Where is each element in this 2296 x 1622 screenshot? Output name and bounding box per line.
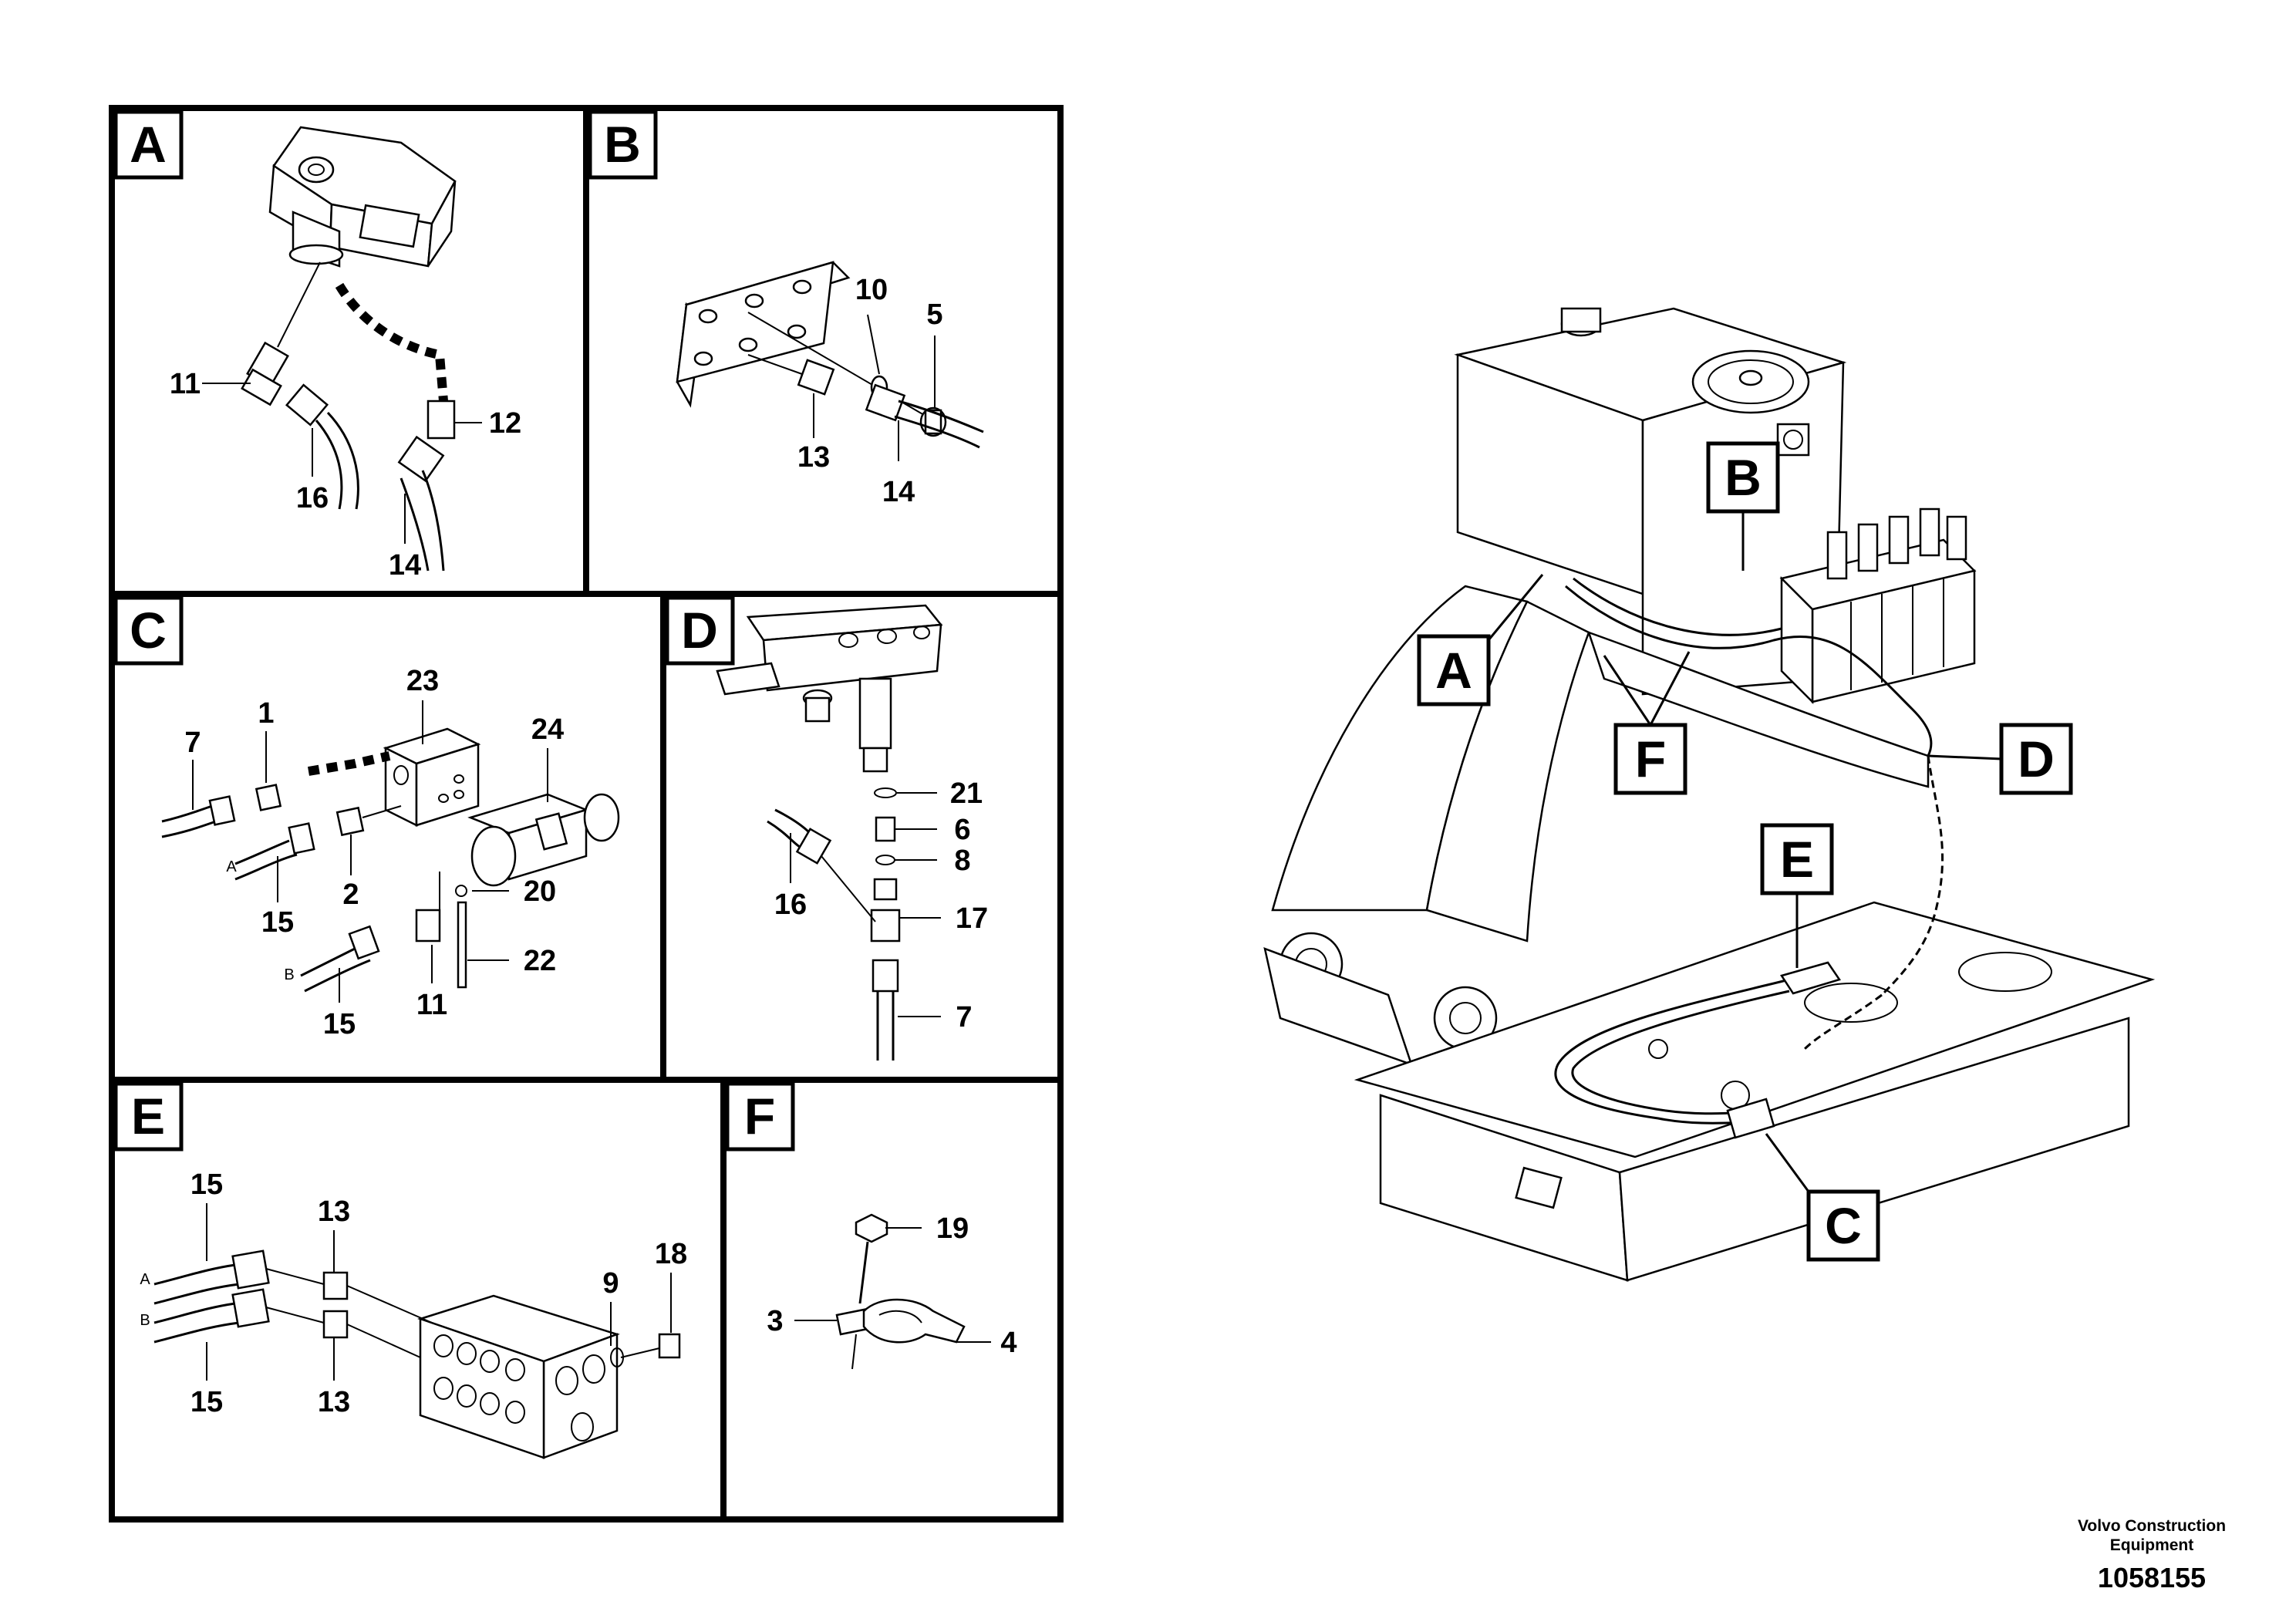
callout-a-16: 16 xyxy=(296,482,329,514)
brand-line-2: Equipment xyxy=(2110,1536,2194,1554)
callout-f-19: 19 xyxy=(936,1212,969,1245)
panel-a: A xyxy=(113,110,521,582)
callout-f-4: 4 xyxy=(1000,1327,1017,1359)
panel-f: F 19 3 4 xyxy=(725,1081,1017,1370)
callout-e-13b: 13 xyxy=(318,1386,350,1418)
callout-d-8: 8 xyxy=(954,845,970,877)
adapter-13b xyxy=(322,1310,349,1339)
clamp-4 xyxy=(862,1298,966,1344)
panel-d: D 21 6 8 xyxy=(665,595,988,1061)
panel-a-letter: A xyxy=(130,116,167,173)
adapter-6 xyxy=(875,816,896,842)
panel-d-letter: D xyxy=(681,602,718,659)
hose-label-c-b: B xyxy=(284,966,294,983)
footer: Volvo Construction Equipment 1058155 xyxy=(2078,1517,2226,1593)
plug-18 xyxy=(620,1333,681,1359)
callout-c-23: 23 xyxy=(406,665,439,697)
callout-d-21: 21 xyxy=(950,777,983,810)
hose-label-c-a: A xyxy=(226,858,237,875)
svg-text:B: B xyxy=(1725,449,1762,506)
callout-c-1: 1 xyxy=(258,697,274,730)
callout-c-22: 22 xyxy=(524,945,556,977)
callout-c-24: 24 xyxy=(531,713,564,746)
o-ring-20 xyxy=(455,885,467,897)
fitting-12 xyxy=(397,400,456,572)
svg-text:A: A xyxy=(1435,642,1472,699)
control-valve-bank xyxy=(1779,508,1977,705)
document-number: 1058155 xyxy=(2098,1562,2206,1593)
panel-c: C xyxy=(113,595,620,1040)
elbow-11 xyxy=(415,909,441,943)
overview-tag-d: D xyxy=(1927,723,2073,795)
callout-d-7: 7 xyxy=(956,1001,972,1034)
overview-tag-c: C xyxy=(1765,1133,1880,1262)
detail-frame xyxy=(109,105,1064,1523)
tee-17 xyxy=(870,878,901,943)
panel-c-letter: C xyxy=(130,602,167,659)
panel-b-letter: B xyxy=(604,116,641,173)
panel-f-letter: F xyxy=(744,1088,775,1145)
adapter-13 xyxy=(797,359,835,396)
callout-c-20: 20 xyxy=(524,875,556,908)
callout-a-14: 14 xyxy=(389,549,421,582)
bolt-22 xyxy=(457,901,467,989)
callout-c-7: 7 xyxy=(184,727,201,759)
svg-text:C: C xyxy=(1825,1197,1862,1254)
overview-assembly: B A F D E C xyxy=(1263,307,2156,1282)
svg-text:F: F xyxy=(1635,730,1666,787)
svg-text:D: D xyxy=(2018,730,2055,787)
valve-body-d xyxy=(716,604,943,773)
sensor-drawing xyxy=(268,126,457,268)
callout-a-11: 11 xyxy=(170,368,201,400)
overview-block-e xyxy=(1780,961,1841,995)
elbow-fitting-11 xyxy=(241,341,289,406)
overview-block-c xyxy=(1726,1098,1775,1139)
svg-text:E: E xyxy=(1780,831,1814,888)
callout-e-15a: 15 xyxy=(190,1168,223,1201)
callout-e-18: 18 xyxy=(655,1238,687,1270)
callout-b-10: 10 xyxy=(855,274,888,306)
o-ring-21 xyxy=(874,787,897,798)
o-ring-8 xyxy=(875,855,895,865)
panel-e-letter: E xyxy=(131,1088,165,1145)
overview-tag-e: E xyxy=(1760,823,1834,968)
solenoid-valve-24 xyxy=(467,793,620,887)
callout-b-13: 13 xyxy=(797,441,830,474)
screw-19 xyxy=(855,1213,888,1304)
callout-c-15a: 15 xyxy=(261,906,294,939)
callout-c-11: 11 xyxy=(416,989,447,1021)
callout-d-6: 6 xyxy=(954,814,970,846)
valve-block-23 xyxy=(383,727,481,828)
callout-f-3: 3 xyxy=(767,1305,783,1337)
hose-label-e-b: B xyxy=(140,1312,150,1329)
brand-line-1: Volvo Construction xyxy=(2078,1517,2226,1535)
callout-e-13a: 13 xyxy=(318,1195,350,1228)
callout-e-15b: 15 xyxy=(190,1386,223,1418)
callout-c-2: 2 xyxy=(342,878,359,911)
panel-e: E xyxy=(113,1081,687,1459)
hose-14 xyxy=(865,383,984,449)
callout-e-9: 9 xyxy=(602,1267,619,1300)
overview-tag-a: A xyxy=(1417,574,1544,706)
base-frame xyxy=(1354,901,2156,1282)
hose-label-e-a: A xyxy=(140,1271,150,1288)
distribution-block xyxy=(417,1294,620,1459)
callout-d-16: 16 xyxy=(774,889,807,921)
callout-c-15b: 15 xyxy=(323,1008,356,1040)
callout-b-14: 14 xyxy=(882,476,915,508)
callout-a-12: 12 xyxy=(489,407,521,440)
overview-tag-f: F xyxy=(1603,651,1691,795)
hose-end-16 xyxy=(285,383,359,510)
port-plate xyxy=(676,261,851,408)
callout-d-17: 17 xyxy=(956,902,988,935)
overview-tag-b: B xyxy=(1706,441,1780,571)
adapter-13a xyxy=(322,1271,349,1300)
panel-b: B 10 5 13 xyxy=(588,110,984,508)
callout-b-5: 5 xyxy=(926,298,942,331)
